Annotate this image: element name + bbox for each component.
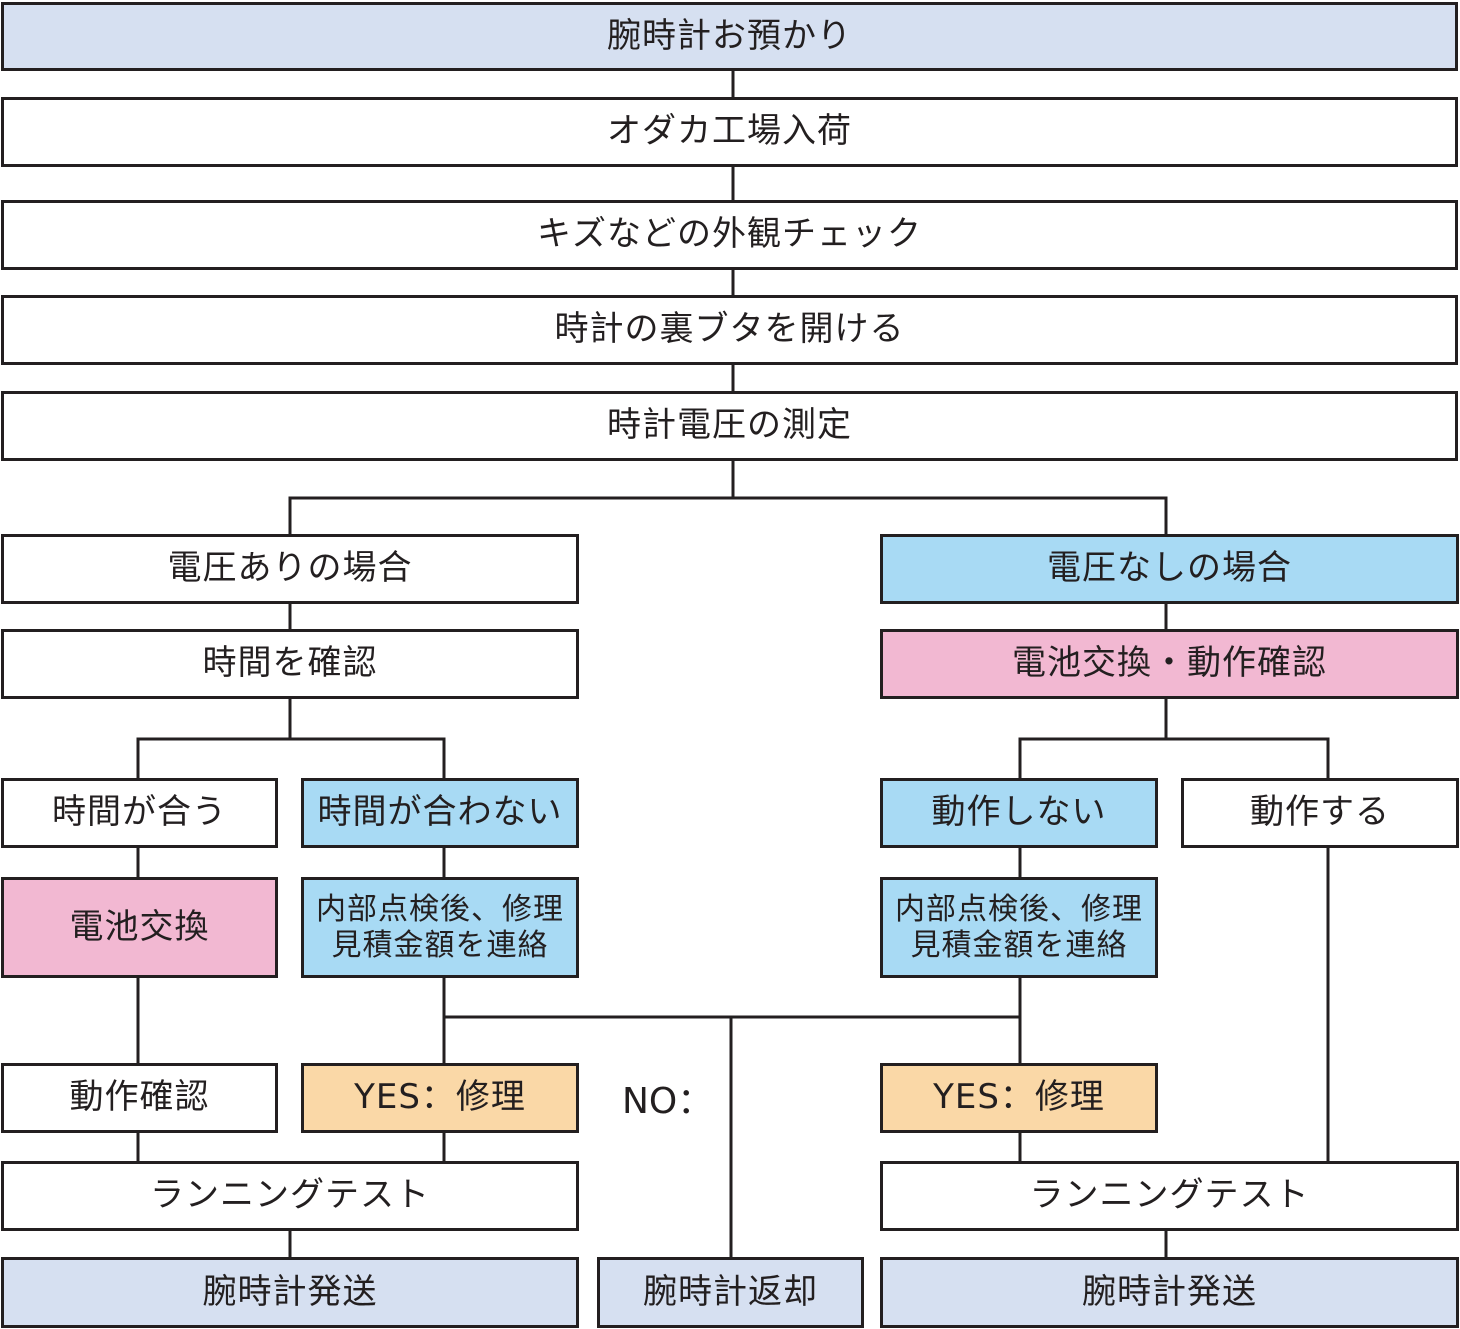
left-time-ok-label: 時間が合う [52,792,227,833]
left-time-ng-label: 時間が合わない [317,792,563,833]
left-check-time-label: 時間を確認 [202,643,378,684]
left-running-test: ランニングテスト [1,1161,579,1231]
step-receive-label: 腕時計お預かり [607,15,852,56]
left-op-check-label: 動作確認 [69,1077,210,1118]
left-battery-swap: 電池交換 [1,877,278,978]
right-ship: 腕時計発送 [880,1257,1459,1328]
right-ship-label: 腕時計発送 [1082,1271,1257,1312]
left-time-ok: 時間が合う [1,778,278,848]
left-ship-label: 腕時計発送 [202,1271,378,1312]
right-yes-repair-label: YES：修理 [933,1077,1105,1118]
left-repair-estimate-line2: 見積金額を連絡 [331,927,549,963]
step-measure: 時計電圧の測定 [1,391,1458,461]
left-yes-repair: YES：修理 [301,1063,579,1133]
right-running-test-label: ランニングテスト [1029,1175,1310,1216]
right-not-working-label: 動作しない [931,792,1107,833]
step-open-back: 時計の裏ブタを開ける [1,295,1458,365]
right-battery-op-check: 電池交換・動作確認 [880,629,1459,699]
center-return: 腕時計返却 [597,1257,864,1328]
left-battery-swap-label: 電池交換 [69,906,210,947]
right-battery-op-check-label: 電池交換・動作確認 [1012,643,1327,684]
right-no-voltage-label: 電圧なしの場合 [1047,548,1292,589]
right-repair-estimate-line1: 内部点検後、修理 [895,891,1143,927]
right-yes-repair: YES：修理 [880,1063,1158,1133]
right-repair-estimate-line2: 見積金額を連絡 [910,927,1128,963]
left-repair-estimate-line1: 内部点検後、修理 [316,891,564,927]
left-has-voltage: 電圧ありの場合 [1,534,579,604]
left-yes-repair-label: YES：修理 [354,1077,526,1118]
right-repair-estimate: 内部点検後、修理 見積金額を連絡 [880,877,1158,978]
left-check-time: 時間を確認 [1,629,579,699]
step-inspect-label: キズなどの外観チェック [537,214,922,255]
right-working-label: 動作する [1250,792,1390,833]
no-label: NO： [622,1072,713,1124]
left-time-ng: 時間が合わない [301,778,579,848]
center-return-label: 腕時計返却 [643,1271,818,1312]
right-working: 動作する [1181,778,1459,848]
step-measure-label: 時計電圧の測定 [607,405,852,446]
right-not-working: 動作しない [880,778,1158,848]
no-label-text: NO： [622,1081,714,1122]
left-ship: 腕時計発送 [1,1257,579,1328]
step-arrival-label: オダカ工場入荷 [607,111,852,152]
step-inspect: キズなどの外観チェック [1,200,1458,270]
right-no-voltage: 電圧なしの場合 [880,534,1459,604]
left-op-check: 動作確認 [1,1063,278,1133]
left-repair-estimate: 内部点検後、修理 見積金額を連絡 [301,877,579,978]
step-open-back-label: 時計の裏ブタを開ける [554,309,905,350]
left-running-test-label: ランニングテスト [150,1175,430,1216]
left-has-voltage-label: 電圧ありの場合 [167,548,413,589]
right-running-test: ランニングテスト [880,1161,1459,1231]
step-arrival: オダカ工場入荷 [1,97,1458,167]
step-receive: 腕時計お預かり [1,2,1458,71]
